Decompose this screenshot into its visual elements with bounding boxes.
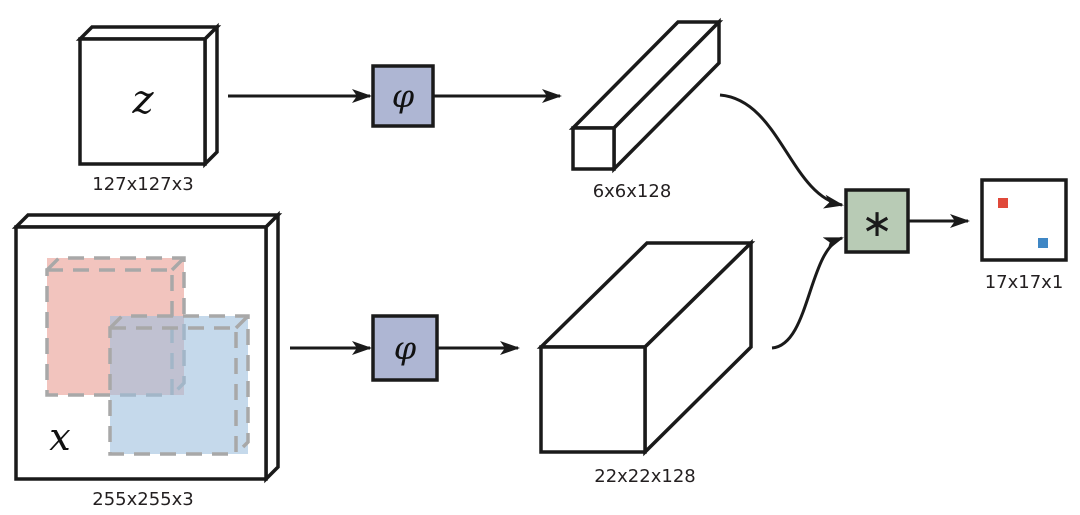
feature-bottom-size-label: 22x22x128 (594, 466, 695, 487)
embedding-phi-top (371, 64, 435, 128)
phi-top-symbol: φ (392, 77, 415, 115)
feature-map-top (568, 17, 724, 174)
blue-region-outline (108, 314, 250, 456)
xcorr-symbol: ∗ (861, 201, 893, 245)
exemplar-symbol: z (131, 77, 154, 123)
phi-bottom-symbol: φ (394, 329, 417, 367)
blue-candidate-region (110, 316, 248, 454)
search-image: x (11, 210, 283, 484)
score-marker-red (998, 198, 1008, 208)
arrow-feat-top-to-xcorr (719, 93, 844, 209)
exemplar-size-label: 127x127x3 (92, 174, 193, 195)
cross-correlation-op (844, 188, 910, 254)
feature-top-size-label: 6x6x128 (593, 181, 672, 202)
search-size-label: 255x255x3 (92, 489, 193, 510)
search-symbol: x (49, 415, 70, 459)
exemplar-image: z (75, 22, 222, 169)
score-map-size-label: 17x17x1 (985, 272, 1064, 293)
score-marker-blue (1038, 238, 1048, 248)
feature-map-bottom (536, 238, 756, 457)
score-map (980, 178, 1068, 262)
arrow-feat-bottom-to-xcorr (771, 236, 844, 350)
